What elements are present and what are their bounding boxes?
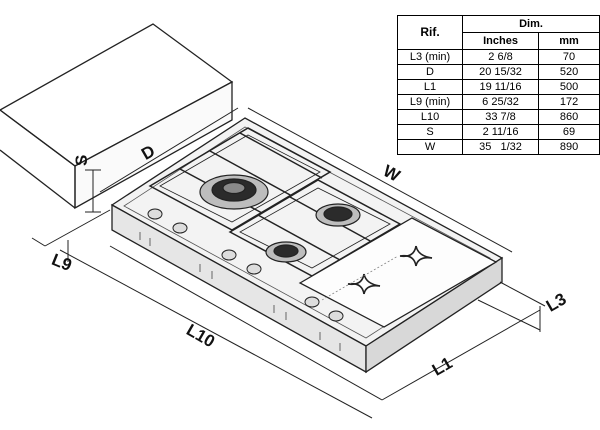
ceramic-zone [298,217,498,328]
dimensions-table: Rif. Dim. Inches mm L3 (min) 2 6/8 70 D … [396,15,600,155]
row-rif: L9 (min) [396,94,464,110]
knob-5 [304,296,320,308]
dimension-lines [31,107,546,419]
knob-2 [172,222,188,234]
row-inches: 6 25/32 [462,94,540,110]
label-L1: L1 [429,353,456,379]
row-rif: L1 [396,79,464,95]
label-S: S [72,155,91,166]
table-row: D 20 15/32 520 [396,64,600,80]
knob-3 [221,249,237,261]
row-inches: 33 7/8 [462,109,540,125]
knob-6 [328,310,344,322]
row-mm: 520 [538,64,600,80]
header-mm: mm [538,32,600,50]
row-rif: L3 (min) [396,49,464,65]
table-row: L3 (min) 2 6/8 70 [396,49,600,65]
row-rif: D [396,64,464,80]
table-row: L10 33 7/8 860 [396,109,600,125]
row-mm: 890 [538,139,600,155]
header-rif: Rif. [396,15,464,50]
row-mm: 500 [538,79,600,95]
table-subheader-row: Inches mm [398,32,600,50]
heating-zone-mark-2 [399,245,433,267]
label-L10: L10 [183,320,218,351]
row-inches: 2 6/8 [462,49,540,65]
row-inches: 20 15/32 [462,64,540,80]
row-rif: L10 [396,109,464,125]
label-L9: L9 [49,250,75,275]
row-mm: 860 [538,109,600,125]
label-L3: L3 [543,289,570,315]
row-mm: 70 [538,49,600,65]
cabinet-side-edge [0,109,76,208]
row-inches: 19 11/16 [462,79,540,95]
table-row: L9 (min) 6 25/32 172 [396,94,600,110]
table-row: W 35 1/32 890 [396,139,600,155]
row-mm: 172 [538,94,600,110]
row-inches: 2 11/16 [462,124,540,140]
control-knobs [147,208,344,322]
header-inches: Inches [462,32,540,50]
row-inches: 35 1/32 [462,139,540,155]
knob-1 [147,208,163,220]
header-dim: Dim. [462,15,600,33]
knob-4 [246,263,262,275]
cabinet-side-edge-back [0,149,76,209]
row-rif: S [396,124,464,140]
cabinet-block [0,23,234,210]
burner-large [199,174,269,210]
cooktop-right-panel [365,256,503,374]
burner-medium [315,203,361,227]
table-header-row: Rif. Dim. [396,15,600,50]
front-panel-details [139,232,341,351]
row-mm: 69 [538,124,600,140]
row-rif: W [396,139,464,155]
table-row: L1 19 11/16 500 [396,79,600,95]
burner-small [265,241,307,263]
table-row: S 2 11/16 69 [396,124,600,140]
